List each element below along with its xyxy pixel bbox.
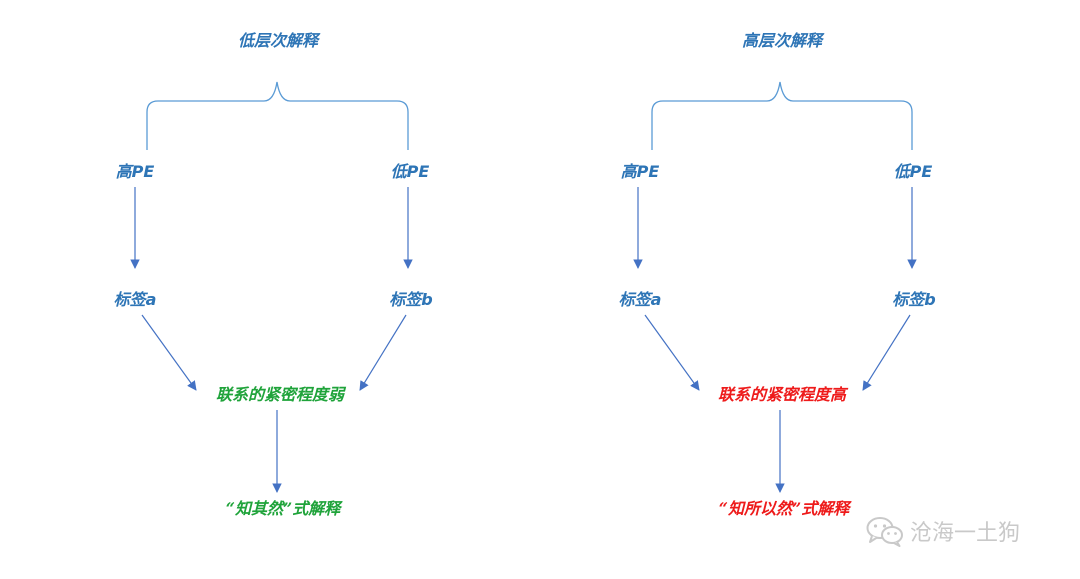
watermark-text: 沧海一土狗 (910, 521, 1021, 546)
left-title: 低层次解释 (237, 31, 319, 50)
left-brace (146, 81, 409, 150)
right-arrow-tag-b-to-link (862, 314, 911, 391)
right-tag-b-label: 标签b (892, 290, 936, 309)
right-high-pe-label: 高PE (620, 162, 660, 181)
left-result-label: “知其然”式解释 (225, 499, 341, 518)
left-link-strength-label: 联系的紧密程度弱 (215, 385, 345, 404)
right-title: 高层次解释 (741, 31, 823, 50)
right-brace (651, 81, 913, 150)
right-low-pe-label: 低PE (893, 162, 933, 181)
left-tag-a-label: 标签a (113, 290, 157, 309)
left-arrow-tag-b-to-link (359, 314, 407, 391)
right-link-strength-label: 联系的紧密程度高 (717, 385, 847, 404)
right-arrow-tag-a-to-link (644, 314, 700, 391)
left-low-pe-label: 低PE (390, 162, 430, 181)
left-arrow-tag-a-to-link (141, 314, 197, 391)
left-tag-b-label: 标签b (389, 290, 433, 309)
left-high-pe-label: 高PE (115, 162, 155, 181)
wechat-icon (866, 515, 904, 547)
right-result-label: “知所以然”式解释 (718, 499, 850, 518)
watermark: 沧海一土狗 (866, 511, 1020, 551)
right-tag-a-label: 标签a (618, 290, 662, 309)
